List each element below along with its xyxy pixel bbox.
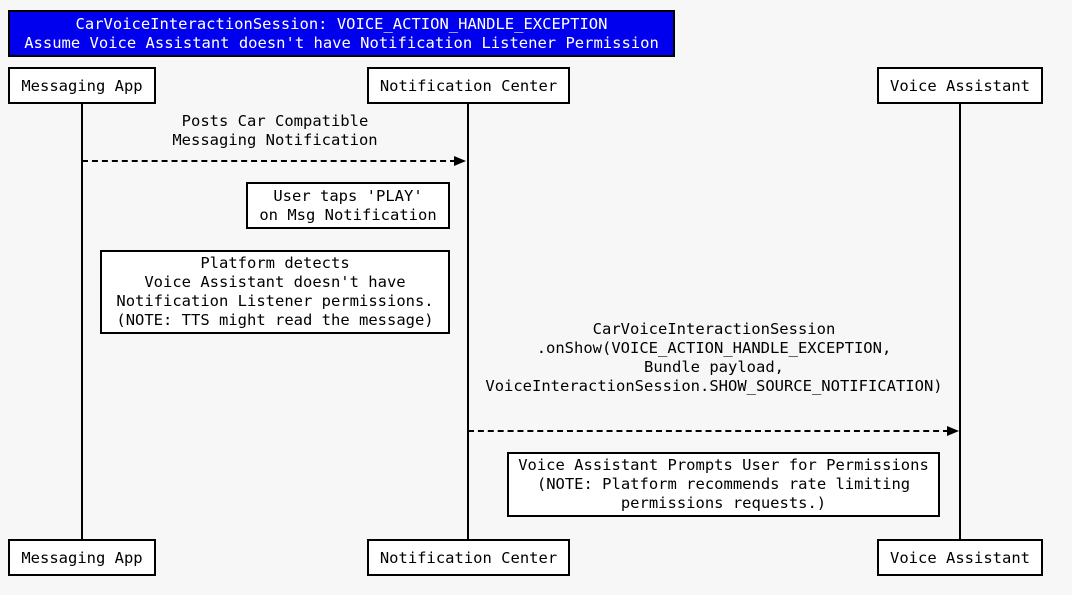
note-1-line-1: User taps 'PLAY'	[273, 186, 423, 205]
message-1-arrowhead-icon	[454, 156, 466, 166]
participant-messaging-app-top: Messaging App	[8, 67, 156, 104]
lifeline-voice-assistant	[959, 104, 961, 539]
note-1-line-2: on Msg Notification	[259, 205, 437, 224]
participant-voice-assistant-bottom: Voice Assistant	[877, 539, 1043, 576]
participant-voice-assistant-top: Voice Assistant	[877, 67, 1043, 104]
note-3-line-1: Voice Assistant Prompts User for Permiss…	[518, 456, 929, 474]
message-2-label: CarVoiceInteractionSession .onShow(VOICE…	[468, 320, 960, 396]
message-2-arrow-line	[468, 430, 949, 432]
diagram-title-banner: CarVoiceInteractionSession: VOICE_ACTION…	[8, 10, 675, 57]
note-voice-assistant-prompts: Voice Assistant Prompts User for Permiss…	[507, 452, 940, 517]
message-2-line-1: CarVoiceInteractionSession	[592, 320, 836, 338]
note-user-taps-play: User taps 'PLAY' on Msg Notification	[246, 182, 450, 229]
participant-notification-center-bottom: Notification Center	[367, 539, 570, 576]
note-platform-detects: Platform detects Voice Assistant doesn't…	[100, 250, 450, 334]
message-1-line-1: Posts Car Compatible	[181, 112, 369, 130]
message-2-arrowhead-icon	[947, 426, 959, 436]
diagram-title-line-1: CarVoiceInteractionSession: VOICE_ACTION…	[75, 14, 608, 33]
message-1-arrow-line	[82, 160, 456, 162]
lifeline-notification-center	[467, 104, 469, 539]
message-2-line-3: Bundle payload,	[644, 358, 784, 376]
message-2-line-2: .onShow(VOICE_ACTION_HANDLE_EXCEPTION,	[536, 339, 892, 357]
note-2-line-2: Voice Assistant doesn't have	[144, 273, 406, 291]
note-2-line-3: Notification Listener permissions.	[116, 292, 434, 310]
note-3-line-3: permissions requests.)	[620, 494, 827, 512]
message-1-label: Posts Car Compatible Messaging Notificat…	[82, 112, 468, 150]
note-2-line-4: (NOTE: TTS might read the message)	[116, 311, 434, 329]
note-3-line-2: (NOTE: Platform recommends rate limiting	[536, 475, 911, 493]
note-2-line-1: Platform detects	[200, 254, 350, 272]
message-2-line-4: VoiceInteractionSession.SHOW_SOURCE_NOTI…	[485, 377, 943, 395]
diagram-title-line-2: Assume Voice Assistant doesn't have Noti…	[24, 33, 659, 52]
participant-messaging-app-bottom: Messaging App	[8, 539, 156, 576]
lifeline-messaging-app	[81, 104, 83, 539]
message-1-line-2: Messaging Notification	[172, 131, 378, 149]
participant-notification-center-top: Notification Center	[367, 67, 570, 104]
